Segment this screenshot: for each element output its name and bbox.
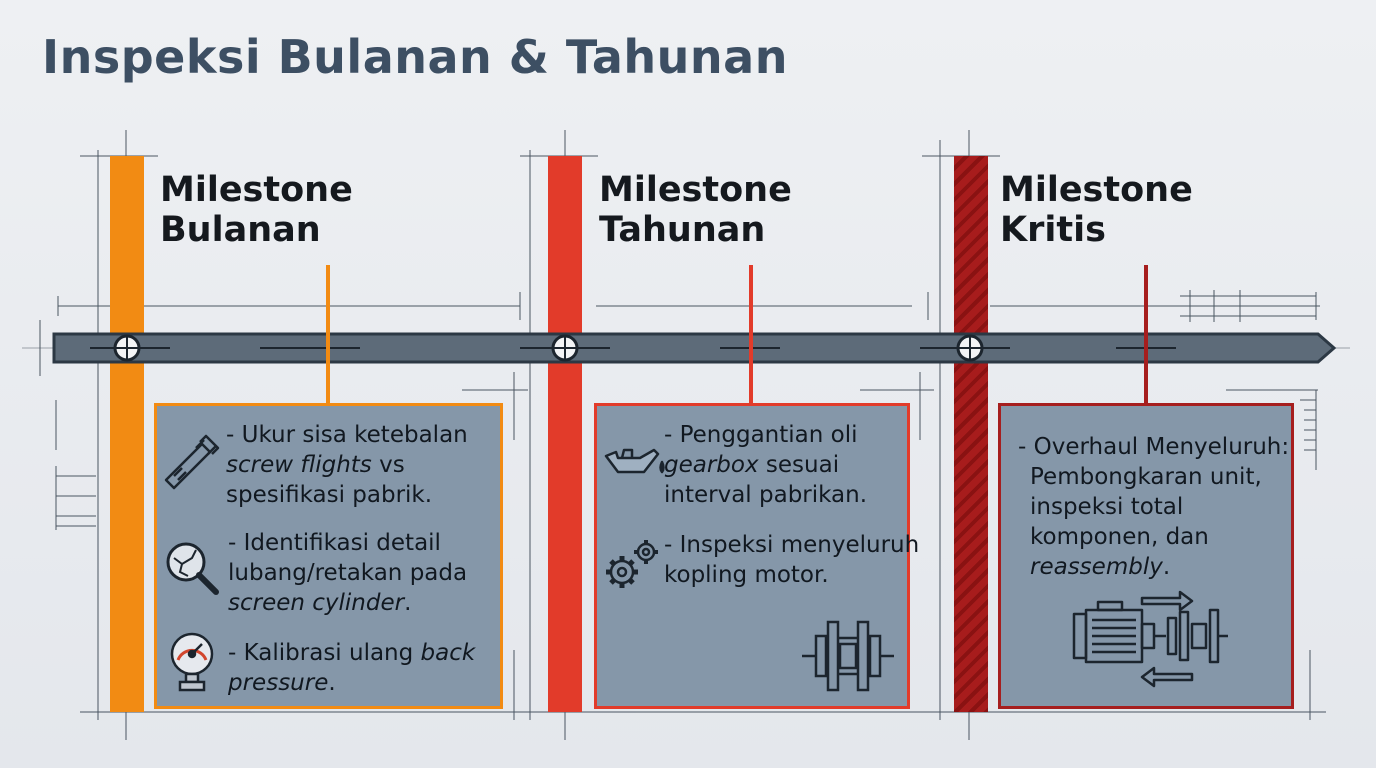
motor-disassembly-icon: [1072, 590, 1228, 688]
yearly-connector: [749, 265, 753, 405]
monthly-milestone-label: Milestone Bulanan: [160, 170, 353, 250]
critical-milestone-bar: [954, 156, 988, 712]
critical-item-1: - Overhaul Menyeluruh: Pembongkaran unit…: [1018, 434, 1290, 580]
milestone-node-critical: [956, 334, 984, 362]
yearly-milestone-label: Milestone Tahunan: [599, 170, 792, 250]
critical-milestone-label: Milestone Kritis: [1000, 170, 1193, 250]
caliper-icon: [164, 434, 220, 490]
monthly-milestone-bar: [110, 156, 144, 712]
gears-icon: [606, 540, 658, 588]
yearly-milestone-bar: [548, 156, 582, 712]
monthly-item-1: - Ukur sisa ketebalan screw flights vs s…: [226, 422, 468, 508]
yearly-item-1: - Penggantian oli gearbox sesuai interva…: [664, 422, 868, 508]
page-title: Inspeksi Bulanan & Tahunan: [42, 30, 788, 84]
magnifier-crack-icon: [166, 542, 219, 595]
milestone-node-monthly: [113, 334, 141, 362]
yearly-item-2: - Inspeksi menyeluruh kopling motor.: [664, 532, 920, 588]
coupling-icon: [802, 620, 894, 692]
milestone-node-yearly: [551, 334, 579, 362]
critical-card: [998, 403, 1294, 709]
pressure-gauge-icon: [170, 632, 214, 692]
oil-can-icon: [604, 448, 665, 474]
monthly-connector: [326, 265, 330, 405]
critical-connector: [1144, 265, 1148, 405]
monthly-item-3: - Kalibrasi ulang back pressure.: [228, 640, 476, 696]
monthly-item-2: - Identifikasi detail lubang/retakan pad…: [228, 530, 468, 616]
